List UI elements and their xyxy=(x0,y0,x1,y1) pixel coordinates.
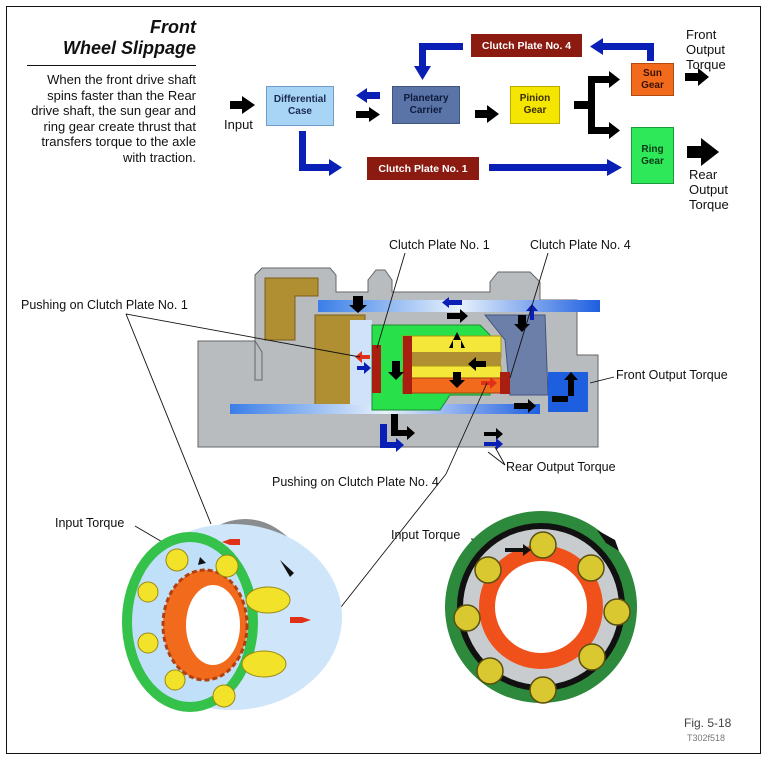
title-line-2: Wheel Slippage xyxy=(62,38,196,58)
clutch-plate-4-label: Clutch Plate No. 4 xyxy=(481,39,572,52)
front-output-line2: Output xyxy=(686,42,726,57)
clutch-plate-4-box: Clutch Plate No. 4 xyxy=(471,34,582,57)
figure-title: Front Wheel Slippage xyxy=(63,17,196,59)
sun-gear-bore xyxy=(186,585,240,665)
pinion-gear-line1: Pinion xyxy=(519,93,551,104)
ring-gear-line2: Gear xyxy=(641,155,664,167)
carrier-section xyxy=(483,314,549,396)
clutch-plate-1-box: Clutch Plate No. 1 xyxy=(367,157,479,180)
left-input-torque-label: Input Torque xyxy=(55,516,125,530)
title-line-1: Front xyxy=(150,17,196,37)
front-output-line3: Torque xyxy=(686,57,726,72)
label-pushing-clutch-plate-1: Pushing on Clutch Plate No. 1 xyxy=(21,298,188,312)
sun-gear-line1: Sun xyxy=(643,67,662,79)
rear-output-line1: Rear xyxy=(689,167,718,182)
front-output-torque-label: Front Output Torque xyxy=(686,27,726,72)
oil-passage-left xyxy=(350,320,372,405)
rotation-arrows-3d xyxy=(198,557,294,577)
pinion-gears-front xyxy=(453,531,631,704)
figure-number: Fig. 5-18 xyxy=(684,716,732,730)
rear-output-line3: Torque xyxy=(689,197,729,212)
differential-case-line2: Case xyxy=(288,106,312,117)
clutch1-to-ring-arrow-icon xyxy=(489,159,622,176)
label-clutch-plate-4: Clutch Plate No. 4 xyxy=(530,238,631,252)
inner-clutch-plate-section xyxy=(403,336,412,394)
thrust-arrows-red xyxy=(355,351,497,389)
title-divider xyxy=(27,65,196,66)
figure-frame xyxy=(6,6,761,754)
input-arrow-icon xyxy=(230,96,255,114)
clutch-plate-1-section xyxy=(372,345,381,393)
ring-gear-line1: Ring xyxy=(641,143,664,155)
feedback-arrow-icon xyxy=(356,88,380,103)
thrust-arrows-blue xyxy=(357,297,538,452)
label-rear-output-torque: Rear Output Torque xyxy=(506,460,616,474)
clutch-plate-1-label: Clutch Plate No. 1 xyxy=(378,162,468,175)
front-output-arrow-icon xyxy=(685,68,709,86)
rotation-arrows-front xyxy=(505,530,619,556)
rear-output-torque-label: Rear Output Torque xyxy=(689,167,729,212)
input-label: Input xyxy=(224,117,253,132)
pinion-split-arrow-icon xyxy=(574,71,620,139)
sun-to-clutch4-arrow-icon xyxy=(590,38,654,61)
pinion-gear-line2: Gear xyxy=(523,105,547,116)
label-clutch-plate-1: Clutch Plate No. 1 xyxy=(389,238,490,252)
rear-output-line2: Output xyxy=(689,182,729,197)
planetary-carrier-line1: Planetary xyxy=(403,93,449,104)
clutch-plate-4-section xyxy=(500,372,510,394)
figure-code: T302f518 xyxy=(687,733,726,743)
thrust-arrows-black xyxy=(349,296,578,440)
differential-case-line1: Differential xyxy=(273,94,327,105)
diff-to-clutch1-arrow-icon xyxy=(299,131,342,176)
diff-to-carrier-arrow-icon xyxy=(356,107,380,122)
red-thrust-arrows-3d xyxy=(222,539,311,623)
label-pushing-clutch-plate-4: Pushing on Clutch Plate No. 4 xyxy=(272,475,439,489)
front-output-line1: Front xyxy=(686,27,717,42)
label-front-output-torque: Front Output Torque xyxy=(616,368,728,382)
carrier-to-pinion-arrow-icon xyxy=(475,105,499,123)
right-input-torque-label: Input Torque xyxy=(391,528,461,542)
sun-gear-bore-front xyxy=(495,561,587,653)
sun-gear-line2: Gear xyxy=(641,79,664,91)
rear-output-arrow-icon xyxy=(687,138,719,166)
clutch4-to-carrier-arrow-icon xyxy=(414,43,463,80)
description-text: When the front drive shaft spins faster … xyxy=(31,72,196,165)
pinion-gears-3d xyxy=(137,548,291,708)
planetary-carrier-line2: Carrier xyxy=(409,105,443,116)
